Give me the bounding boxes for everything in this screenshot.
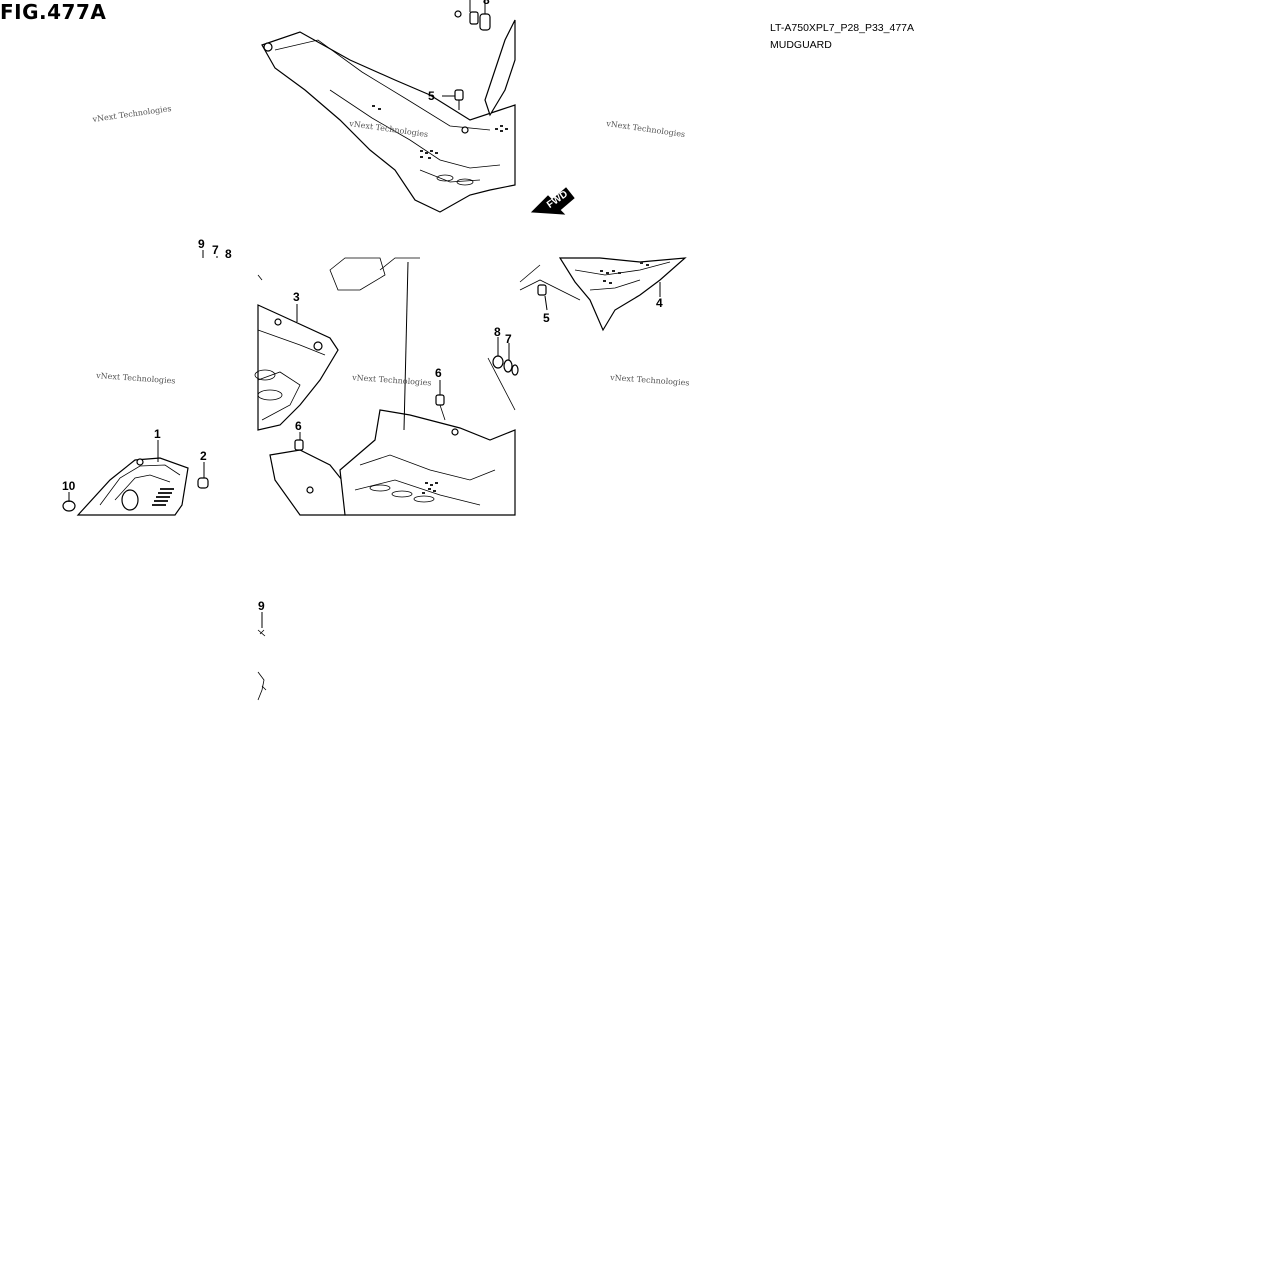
callout-7-right: 7 [505, 332, 512, 346]
upper-mudguard-drawing [261, 0, 516, 213]
figure-title: FIG.477A [0, 0, 107, 24]
rear-mudguard-drawing [254, 257, 516, 516]
svg-text:vNext Technologies: vNext Technologies [95, 371, 176, 386]
callout-8-top: 8 [483, 0, 490, 7]
callout-8-left: 8 [225, 247, 232, 261]
callout-7-left: 7 [212, 243, 219, 257]
side-panel-drawing [487, 257, 687, 411]
model-code: LT-A750XPL7_P28_P33_477A [770, 22, 915, 34]
section-name: MUDGUARD [770, 39, 832, 51]
svg-text:vNext Technologies: vNext Technologies [91, 104, 172, 124]
clip-drawing [257, 612, 267, 701]
svg-text:vNext Technologies: vNext Technologies [351, 373, 432, 388]
svg-text:vNext Technologies: vNext Technologies [605, 119, 686, 139]
svg-text:vNext Technologies: vNext Technologies [609, 373, 690, 388]
callout-10: 10 [62, 479, 76, 493]
callout-6-center: 6 [435, 366, 442, 380]
callout-6-left: 6 [295, 419, 302, 433]
callout-5-right: 5 [543, 311, 550, 325]
callout-8-right: 8 [494, 325, 501, 339]
leader-lines [68, 95, 661, 502]
callout-numbers: 8 5 1 2 10 3 4 5 6 6 8 7 9 7 9 [62, 0, 663, 613]
callout-9-left: 9 [198, 237, 205, 251]
callout-4: 4 [656, 296, 663, 310]
callout-5-top: 5 [428, 89, 435, 103]
callout-9-bottom: 9 [258, 599, 265, 613]
callout-3: 3 [293, 290, 300, 304]
callout-2: 2 [200, 449, 207, 463]
front-cover-drawing [62, 457, 209, 516]
fwd-direction-arrow: FWD [530, 187, 575, 215]
callout-1: 1 [154, 427, 161, 441]
